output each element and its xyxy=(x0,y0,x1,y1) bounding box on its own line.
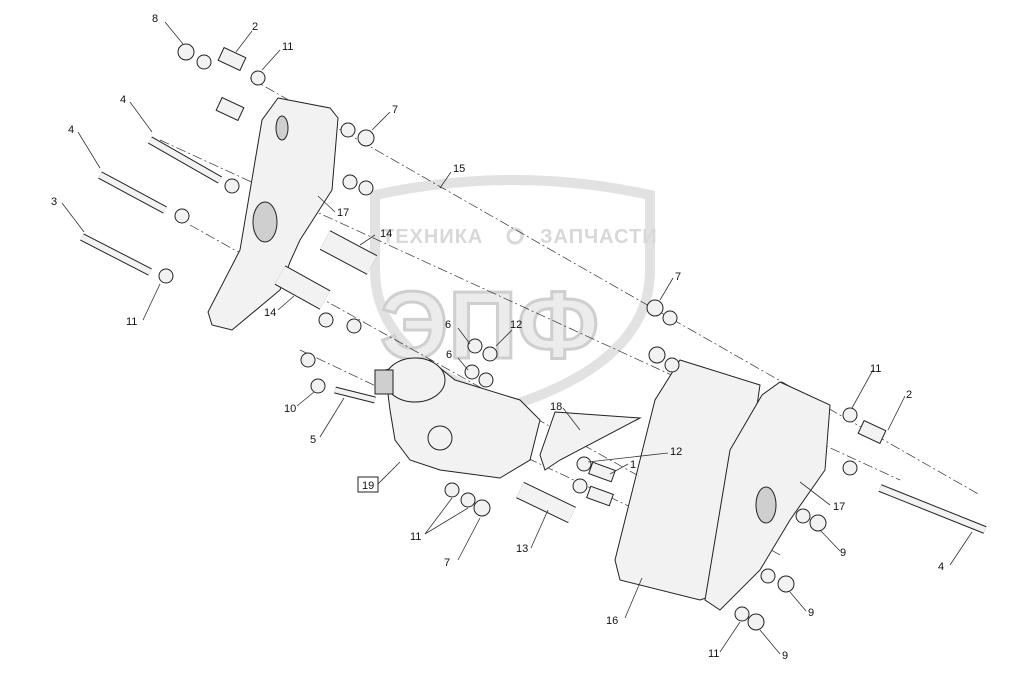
callout-1: 1 xyxy=(630,459,636,471)
callout-10: 10 xyxy=(284,403,296,415)
callout-12: 12 xyxy=(510,319,522,331)
callout-16: 16 xyxy=(606,615,618,627)
callout-15: 15 xyxy=(453,163,465,175)
watermark-text-left: ТЕХНИКА xyxy=(382,226,483,248)
callout-13: 13 xyxy=(516,543,528,555)
callout-7c: 7 xyxy=(444,557,450,569)
callout-9: 9 xyxy=(840,547,846,559)
spacers xyxy=(274,230,576,524)
gear-icon xyxy=(506,227,524,245)
callout-18: 18 xyxy=(550,401,562,413)
callout-4c: 4 xyxy=(938,561,944,573)
callout-17b: 17 xyxy=(833,501,845,513)
callout-14: 14 xyxy=(380,228,392,240)
callout-8: 8 xyxy=(152,13,158,25)
bolts xyxy=(80,46,987,534)
callout-7b: 7 xyxy=(675,271,681,283)
callout-14b: 14 xyxy=(264,307,276,319)
callout-11b: 11 xyxy=(126,316,137,328)
callout-labels: 8 2 11 4 7 4 15 3 17 14 11 14 6 12 7 6 1… xyxy=(51,13,944,662)
callout-4: 4 xyxy=(120,94,126,106)
callout-19: 19 xyxy=(362,480,374,492)
leader-lines xyxy=(61,21,973,655)
callout-9b: 9 xyxy=(808,607,814,619)
lever-mechanism xyxy=(334,357,642,507)
callout-11d: 11 xyxy=(870,363,881,375)
callout-12b: 12 xyxy=(670,446,682,458)
callout-11: 11 xyxy=(282,41,293,53)
callout-5: 5 xyxy=(310,434,316,446)
callout-4b: 4 xyxy=(68,124,74,136)
callout-2: 2 xyxy=(252,21,258,33)
bracket-slot xyxy=(275,115,289,141)
callout-2b: 2 xyxy=(906,389,912,401)
callout-6: 6 xyxy=(445,319,451,331)
callout-9c: 9 xyxy=(782,650,788,662)
washers-and-nuts xyxy=(158,43,858,631)
bracket-window xyxy=(252,201,278,243)
callout-17: 17 xyxy=(337,207,349,219)
callout-7: 7 xyxy=(392,104,398,116)
bracket-window-right xyxy=(755,486,777,524)
callout-19-box xyxy=(357,476,379,493)
callout-3: 3 xyxy=(51,196,57,208)
callout-11c: 11 xyxy=(410,531,421,543)
callout-6b: 6 xyxy=(446,349,452,361)
watermark-text-right: ЗАПЧАСТИ xyxy=(540,226,658,248)
callout-11e: 11 xyxy=(708,648,719,660)
